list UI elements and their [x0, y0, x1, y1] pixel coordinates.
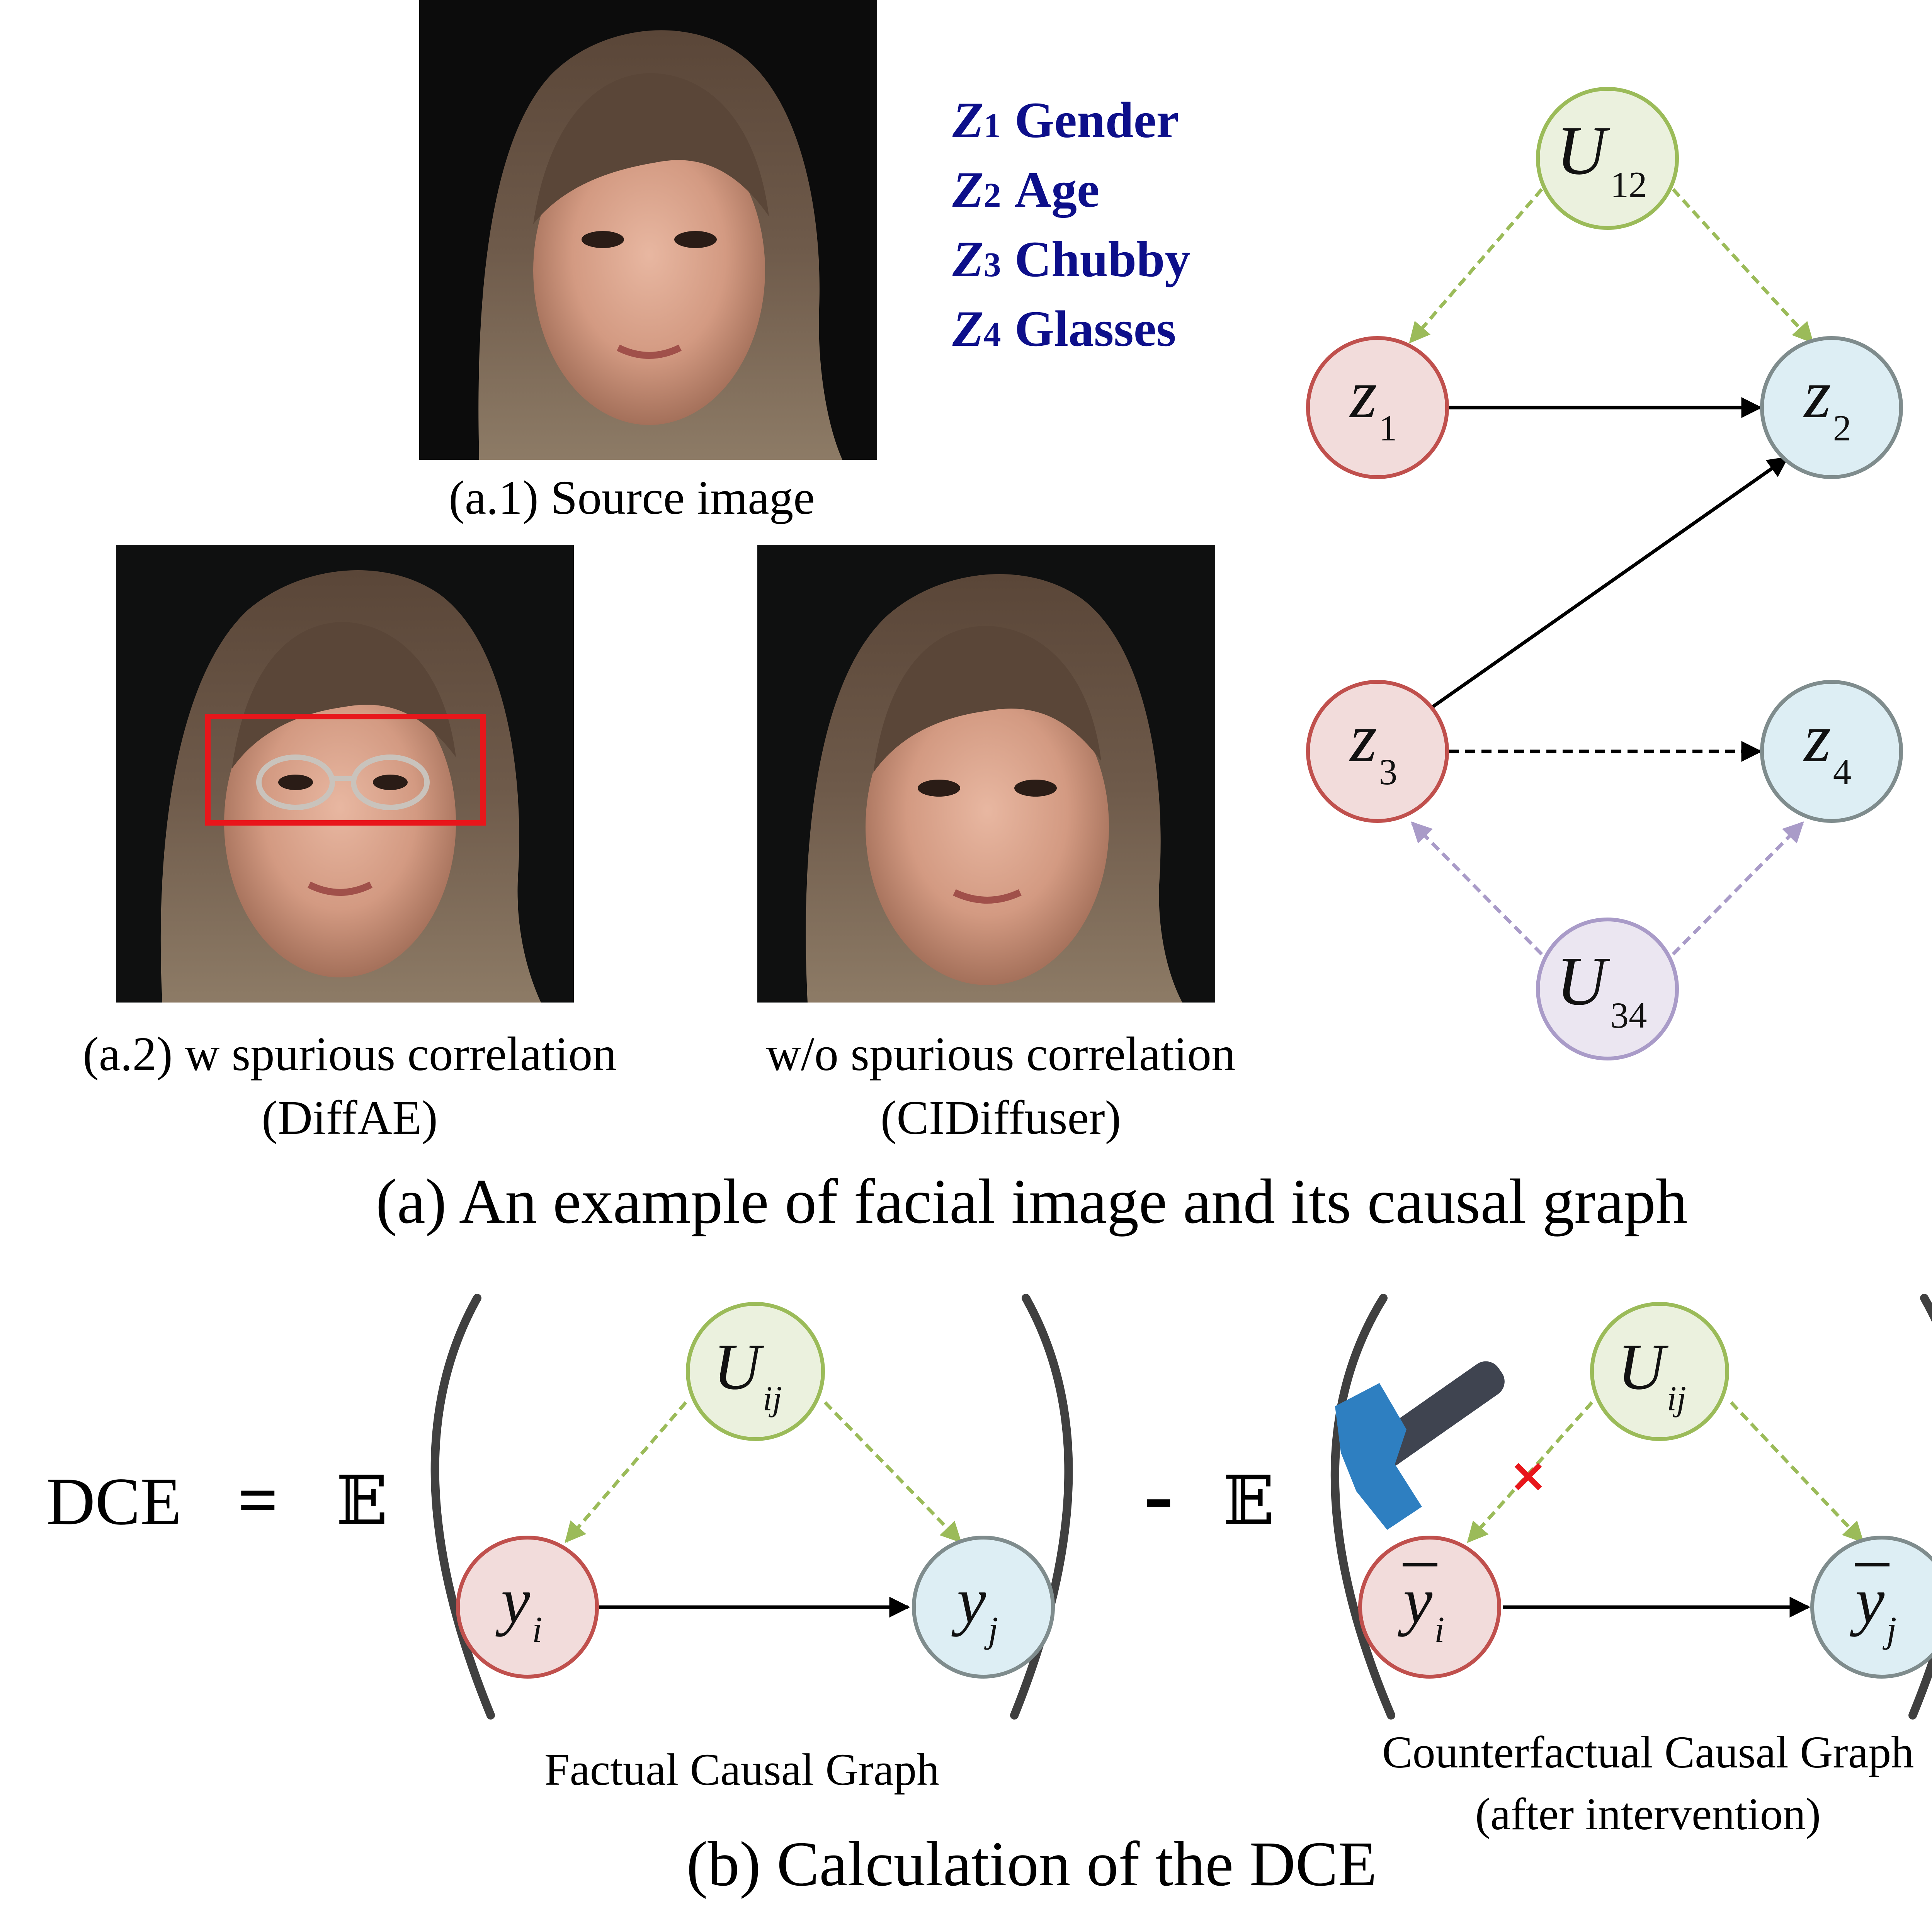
counterfactual-node-u: Uij [1590, 1302, 1729, 1441]
factual-node-yj: yj [912, 1536, 1055, 1679]
node-z4: z4 [1760, 680, 1903, 823]
svg-text:z3: z3 [1349, 699, 1398, 792]
factual-node-u: Uij [686, 1302, 825, 1441]
panel-b-title: (b) Calculation of the DCE [686, 1828, 1377, 1899]
svg-text:U34: U34 [1556, 943, 1647, 1036]
expectation-counterfactual: 𝔼 [1223, 1462, 1274, 1540]
dce-label: DCE [46, 1464, 182, 1539]
edge-u12-z1 [1409, 188, 1543, 344]
counterfactual-left-paren [1330, 1294, 1395, 1720]
edge-u34-z3 [1411, 821, 1543, 956]
source-image-caption: (a.1) Source image [449, 471, 815, 525]
cidiffuser-caption-line1: w/o spurious correlation [766, 1028, 1235, 1081]
factual-left-paren [430, 1294, 495, 1720]
svg-text:Uij: Uij [713, 1331, 782, 1418]
factual-edge-u-yi [565, 1401, 687, 1543]
counterfactual-caption-line1: Counterfactual Causal Graph [1382, 1727, 1914, 1777]
svg-text:z2: z2 [1803, 355, 1852, 449]
svg-text:yi: yi [1398, 1564, 1445, 1650]
edge-u34-z4 [1672, 821, 1804, 956]
minus-sign: - [1144, 1445, 1173, 1543]
counterfactual-edge-u-yj [1730, 1401, 1864, 1543]
counterfactual-node-yi: yi [1358, 1536, 1501, 1679]
svg-text:Uij: Uij [1617, 1331, 1686, 1418]
node-z1: z1 [1306, 336, 1449, 479]
source-image [419, 0, 877, 460]
intervention-cut-mark: × [1509, 1449, 1548, 1502]
diffae-image [116, 545, 574, 1003]
factual-node-yi: yi [456, 1536, 599, 1679]
node-z2: z2 [1760, 336, 1903, 479]
edge-z3-z2 [1429, 456, 1789, 710]
factual-caption: Factual Causal Graph [544, 1744, 939, 1795]
dce-equation: DCE = 𝔼 Uij yi yj Factual Causal Graph -… [46, 1294, 1932, 1839]
svg-text:U12: U12 [1556, 112, 1647, 205]
cidiffuser-caption-line2: (CIDiffuser) [881, 1091, 1121, 1145]
counterfactual-caption-line2: (after intervention) [1475, 1789, 1821, 1839]
node-z3: z3 [1306, 680, 1449, 823]
counterfactual-node-yj: yj [1810, 1536, 1932, 1679]
edge-u12-z2 [1672, 188, 1814, 343]
svg-text:z4: z4 [1803, 699, 1852, 792]
glasses-highlight-box [205, 714, 486, 826]
equals-sign: = [238, 1461, 278, 1540]
factual-edge-u-yj [823, 1401, 962, 1543]
svg-text:yi: yi [495, 1564, 543, 1650]
counterfactual-edge-u-yi [1467, 1401, 1594, 1543]
cidiffuser-image [757, 545, 1215, 1003]
panel-a-title: (a) An example of facial image and its c… [376, 1166, 1688, 1237]
expectation-factual: 𝔼 [336, 1462, 388, 1540]
svg-text:z1: z1 [1349, 355, 1398, 449]
diffae-caption-line2: (DiffAE) [262, 1091, 438, 1145]
diffae-caption-line1: (a.2) w spurious correlation [83, 1028, 617, 1081]
hammer-icon [1335, 1361, 1505, 1530]
